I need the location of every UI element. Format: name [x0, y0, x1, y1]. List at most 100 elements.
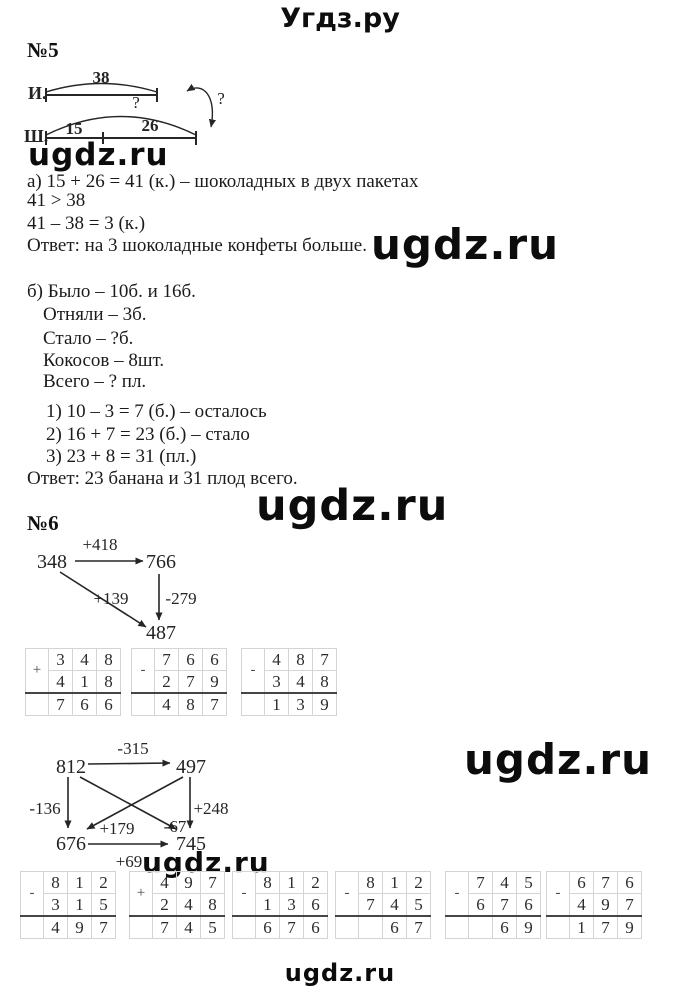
operator-sign: - — [241, 648, 265, 694]
digit-cell: 4 — [264, 648, 289, 671]
solution-line: 41 – 38 = 3 (к.) — [27, 213, 146, 234]
digit-cell: 1 — [255, 893, 280, 917]
digit-cell: 8 — [200, 893, 225, 917]
digit-cell: 3 — [48, 648, 73, 671]
digit-cell: 3 — [264, 670, 289, 694]
given-line: Кокосов – 8шт. — [43, 350, 165, 371]
empty-cell — [546, 915, 570, 939]
empty-cell — [445, 915, 469, 939]
digit-cell: 8 — [178, 692, 203, 716]
digit-cell: 7 — [312, 648, 337, 671]
digit-cell: 7 — [617, 893, 642, 917]
edge-label-plus248: +248 — [193, 799, 228, 818]
arrow-348-487 — [59, 571, 147, 628]
empty-cell — [25, 692, 49, 716]
node-497: 497 — [176, 756, 206, 778]
digit-cell: 7 — [178, 670, 203, 694]
empty-cell — [335, 915, 359, 939]
digit-cell: 2 — [91, 871, 116, 894]
digit-cell: 7 — [593, 871, 618, 894]
task5-label: №5 — [27, 38, 59, 62]
compare-arrow — [186, 83, 216, 128]
digit-cell: 3 — [43, 893, 68, 917]
digit-cell: 6 — [382, 915, 407, 939]
operator-sign: - — [131, 648, 155, 694]
digit-cell: 4 — [43, 915, 68, 939]
bottom-part1-label: 15 — [66, 119, 83, 138]
given-line: Всего – ? пл. — [43, 371, 147, 392]
digit-cell: 3 — [288, 692, 313, 716]
digit-cell: 7 — [152, 915, 177, 939]
digit-cell: 6 — [569, 871, 594, 894]
digit-cell: 4 — [176, 893, 201, 917]
digit-cell: 3 — [279, 893, 304, 917]
digit-cell: 1 — [279, 871, 304, 894]
edge-label-plus418: +418 — [82, 535, 117, 554]
digit-cell: 8 — [43, 871, 68, 894]
node-812: 812 — [56, 756, 86, 778]
digit-cell — [468, 915, 493, 939]
site-title: Угдз.ру — [280, 3, 400, 34]
step-line: 2) 16 + 7 = 23 (б.) – стало — [46, 424, 250, 445]
operator-sign: + — [129, 871, 153, 917]
node-745: 745 — [176, 833, 206, 855]
digit-cell: 8 — [96, 670, 121, 694]
digit-cell: 6 — [178, 648, 203, 671]
digit-cell: 4 — [72, 648, 97, 671]
given-line: Стало – ?б. — [43, 328, 134, 349]
digit-cell: 1 — [264, 692, 289, 716]
given-line: Отняли – 3б. — [43, 304, 147, 325]
digit-cell: 7 — [593, 915, 618, 939]
digit-cell: 7 — [358, 893, 383, 917]
top-brace-arc — [45, 82, 158, 93]
digit-cell: 8 — [96, 648, 121, 671]
digit-cell: 7 — [91, 915, 116, 939]
edge-label-minus279: -279 — [165, 589, 196, 608]
digit-cell — [358, 915, 383, 939]
empty-cell — [20, 915, 44, 939]
digit-cell: 6 — [72, 692, 97, 716]
digit-cell: 6 — [96, 692, 121, 716]
edge-label-minus136: -136 — [29, 799, 60, 818]
digit-cell: 7 — [48, 692, 73, 716]
watermark: ugdz.ru — [371, 220, 560, 269]
digit-cell: 4 — [382, 893, 407, 917]
top-question-label: ? — [132, 93, 140, 112]
digit-cell: 7 — [200, 871, 225, 894]
digit-cell: 4 — [569, 893, 594, 917]
solution-line: 41 > 38 — [27, 190, 86, 211]
digit-cell: 6 — [303, 915, 328, 939]
task6-chain2-diagram: -315 812 497 -136 +248 +179 -67 676 745 … — [29, 739, 228, 871]
digit-cell: 1 — [382, 871, 407, 894]
digit-cell: 8 — [312, 670, 337, 694]
empty-cell — [131, 692, 155, 716]
task5-diagram: И. 38 ? ? Ш. 15 26 — [24, 68, 225, 146]
digit-cell: 6 — [255, 915, 280, 939]
digit-cell: 9 — [202, 670, 227, 694]
digit-cell: 9 — [617, 915, 642, 939]
digit-cell: 5 — [406, 893, 431, 917]
node-676: 676 — [56, 833, 86, 855]
digit-cell: 9 — [593, 893, 618, 917]
digit-cell: 1 — [67, 893, 92, 917]
digit-cell: 4 — [154, 692, 179, 716]
step-line: 1) 10 – 3 = 7 (б.) – осталось — [46, 401, 267, 422]
digit-cell: 4 — [176, 915, 201, 939]
operator-sign: - — [335, 871, 359, 917]
digit-cell: 9 — [312, 692, 337, 716]
step-line: 3) 23 + 8 = 31 (пл.) — [46, 446, 197, 467]
digit-cell: 1 — [72, 670, 97, 694]
edge-label-plus69: +69 — [116, 852, 143, 871]
digit-cell: 4 — [288, 670, 313, 694]
answer-line: Ответ: на 3 шоколадные конфеты больше. — [27, 235, 367, 256]
empty-cell — [232, 915, 256, 939]
top-row-label: И. — [28, 83, 47, 103]
digit-cell: 5 — [200, 915, 225, 939]
